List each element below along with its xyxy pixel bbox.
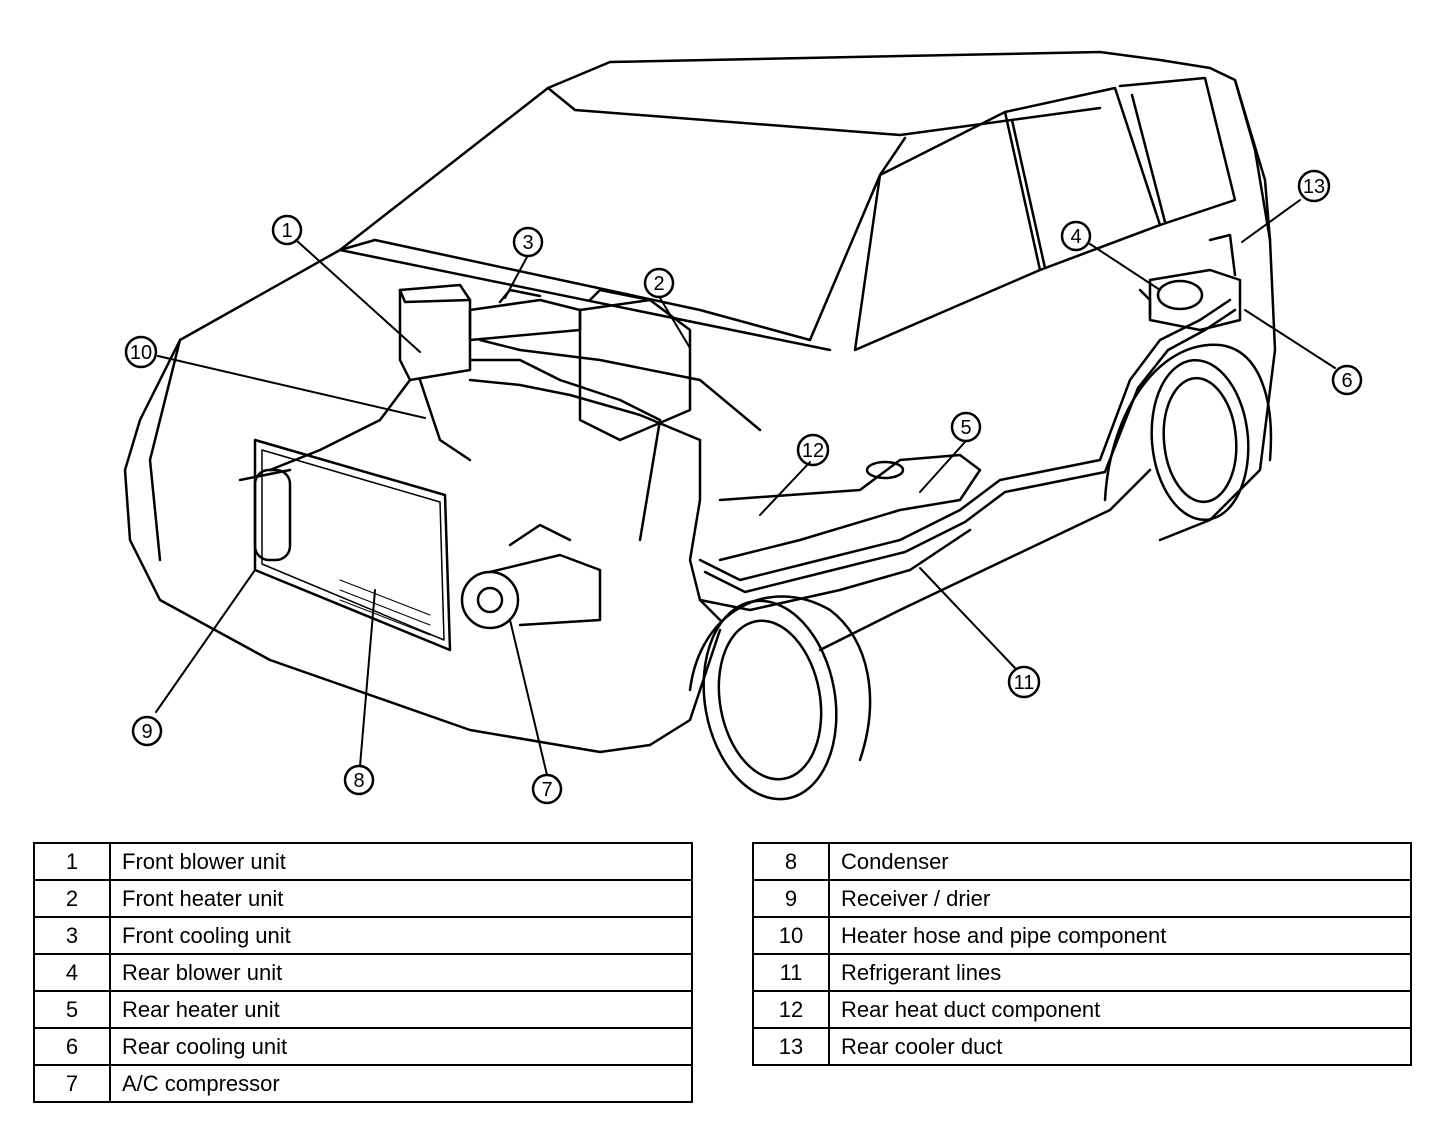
rear-hvac-units-shape [1138, 233, 1242, 332]
front-heater-unit-shape [578, 288, 692, 442]
svg-text:5: 5 [960, 417, 971, 439]
table-row: 3 Front cooling unit [33, 916, 693, 955]
callout-5: 5 [950, 411, 982, 443]
callout-10: 10 [124, 335, 158, 369]
svg-text:1: 1 [281, 220, 292, 242]
legend-number: 1 [33, 842, 111, 881]
legend-number: 3 [33, 916, 111, 955]
svg-text:12: 12 [802, 440, 824, 462]
legend-label: Front heater unit [109, 879, 693, 918]
receiver-drier-shape [238, 468, 292, 562]
table-row: 4 Rear blower unit [33, 953, 693, 992]
legend-label: Rear blower unit [109, 953, 693, 992]
svg-text:7: 7 [541, 779, 552, 801]
callout-12: 12 [796, 433, 830, 467]
table-row: 6 Rear cooling unit [33, 1027, 693, 1066]
table-row: 1 Front blower unit [33, 842, 693, 881]
callout-4: 4 [1060, 220, 1092, 252]
callout-1: 1 [271, 214, 303, 246]
callout-8: 8 [343, 764, 375, 796]
legend-number: 8 [752, 842, 830, 881]
svg-text:13: 13 [1303, 176, 1325, 198]
legend-label: Rear cooler duct [828, 1027, 1412, 1066]
refrigerant-lines [698, 298, 1237, 612]
table-row: 2 Front heater unit [33, 879, 693, 918]
table-row: 5 Rear heater unit [33, 990, 693, 1029]
table-row: 13 Rear cooler duct [752, 1027, 1412, 1066]
legend-number: 11 [752, 953, 830, 992]
legend-label: Receiver / drier [828, 879, 1412, 918]
legend-label: Rear heater unit [109, 990, 693, 1029]
svg-text:8: 8 [353, 770, 364, 792]
legend-label: Front blower unit [109, 842, 693, 881]
table-row: 10 Heater hose and pipe component [752, 916, 1412, 955]
legend-table-left: 1 Front blower unit 2 Front heater unit … [33, 842, 693, 1103]
front-cooling-unit-shape [468, 288, 582, 342]
legend-number: 7 [33, 1064, 111, 1103]
legend-number: 4 [33, 953, 111, 992]
front-pipe-network [268, 338, 762, 622]
svg-text:6: 6 [1341, 370, 1352, 392]
legend-number: 2 [33, 879, 111, 918]
svg-text:2: 2 [653, 273, 664, 295]
table-row: 12 Rear heat duct component [752, 990, 1412, 1029]
callout-7: 7 [531, 773, 563, 805]
ac-compressor-shape [460, 523, 602, 630]
callout-6: 6 [1331, 364, 1363, 396]
legend-label: Rear cooling unit [109, 1027, 693, 1066]
svg-text:3: 3 [522, 232, 533, 254]
table-row: 11 Refrigerant lines [752, 953, 1412, 992]
table-row: 8 Condenser [752, 842, 1412, 881]
ac-system-diagram: 1 2 3 4 5 6 7 8 9 10 11 12 [123, 50, 1363, 805]
legend-number: 5 [33, 990, 111, 1029]
legend-label: Front cooling unit [109, 916, 693, 955]
callout-11: 11 [1007, 665, 1041, 699]
svg-text:11: 11 [1014, 672, 1035, 694]
legend-label: Condenser [828, 842, 1412, 881]
table-row: 9 Receiver / drier [752, 879, 1412, 918]
legend-table-right: 8 Condenser 9 Receiver / drier 10 Heater… [752, 842, 1412, 1066]
vehicle-body [123, 50, 1277, 801]
legend-number: 10 [752, 916, 830, 955]
svg-text:10: 10 [130, 342, 152, 364]
legend-number: 12 [752, 990, 830, 1029]
legend-label: Refrigerant lines [828, 953, 1412, 992]
legend-label: Heater hose and pipe component [828, 916, 1412, 955]
rear-heat-duct-shape [718, 453, 982, 562]
front-blower-unit-shape [398, 283, 472, 382]
legend-number: 9 [752, 879, 830, 918]
svg-text:4: 4 [1070, 226, 1081, 248]
callout-2: 2 [643, 267, 675, 299]
legend-label: A/C compressor [109, 1064, 693, 1103]
callout-13: 13 [1297, 169, 1331, 203]
callout-9: 9 [131, 715, 163, 747]
svg-text:9: 9 [141, 721, 152, 743]
leader-lines [155, 199, 1336, 776]
legend-label: Rear heat duct component [828, 990, 1412, 1029]
legend-number: 13 [752, 1027, 830, 1066]
callout-3: 3 [512, 226, 544, 258]
table-row: 7 A/C compressor [33, 1064, 693, 1103]
legend-number: 6 [33, 1027, 111, 1066]
